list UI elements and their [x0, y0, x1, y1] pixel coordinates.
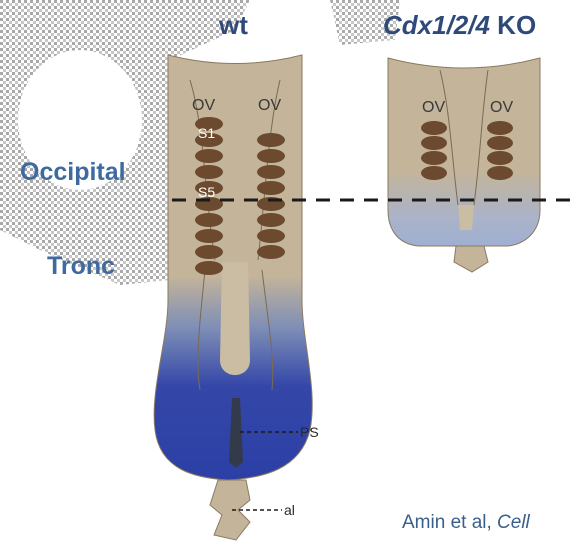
citation-authors: Amin et al, — [402, 512, 497, 533]
ko-header: Cdx1/2/4 KO — [383, 10, 536, 41]
wt-ov-left: OV — [192, 97, 215, 114]
occipital-label: Occipital — [20, 158, 126, 187]
ko-ov-right: OV — [490, 99, 513, 116]
wt-embryo: OV OV S1 S5 — [154, 55, 312, 540]
wt-allantois — [210, 480, 250, 540]
wt-notochord — [220, 262, 250, 375]
citation: Amin et al, Cell — [402, 512, 530, 534]
wt-s5-label: S5 — [198, 184, 215, 200]
ko-allantois — [454, 246, 488, 272]
ko-ov-left: OV — [422, 99, 445, 116]
al-label: al — [284, 502, 295, 518]
ko-gene-name: Cdx1/2/4 — [383, 10, 490, 40]
ko-embryo: OV OV — [388, 58, 540, 272]
ko-suffix: KO — [490, 10, 536, 40]
ps-label: PS — [300, 424, 319, 440]
citation-journal: Cell — [497, 512, 530, 533]
trunk-label: Tronc — [47, 252, 115, 281]
wt-s1-label: S1 — [198, 125, 215, 141]
wt-ov-right: OV — [258, 97, 281, 114]
wt-header: wt — [219, 10, 248, 41]
